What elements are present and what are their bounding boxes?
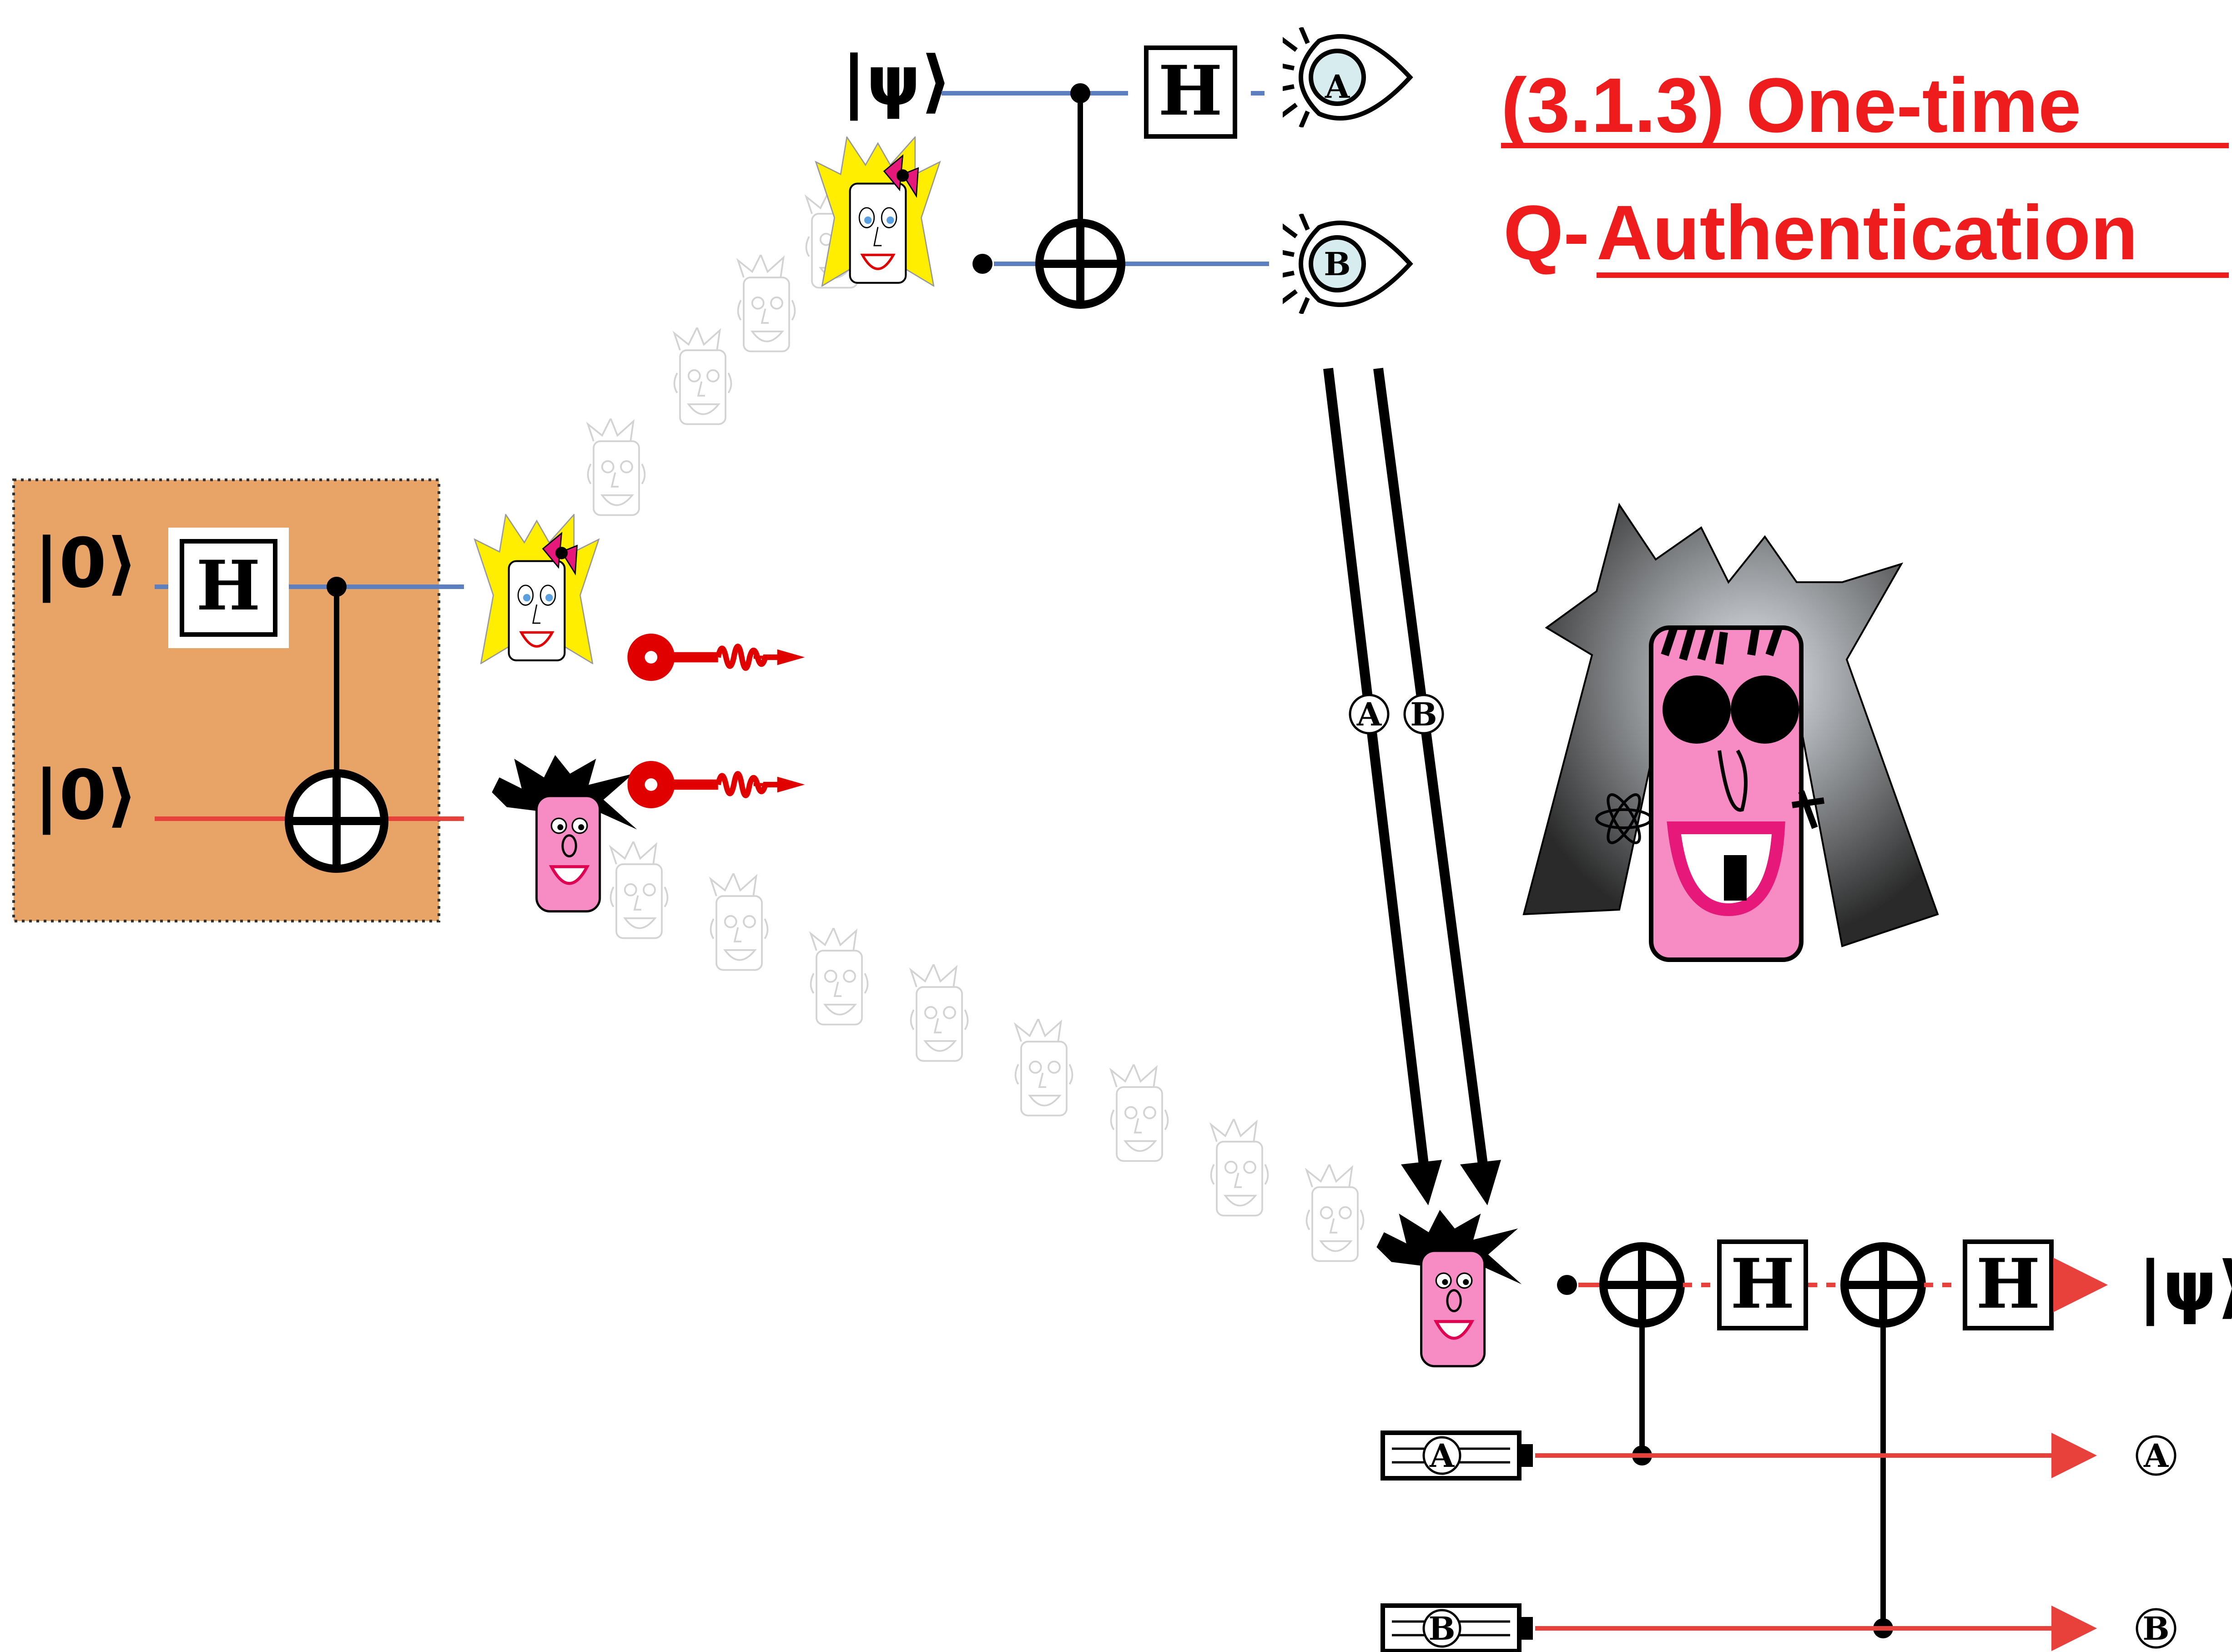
register-a-label: A xyxy=(1429,1437,1455,1475)
battery-icon-b: B xyxy=(1381,1603,1533,1652)
title-line-2: Authentication xyxy=(1597,190,2138,276)
measure-a-label: A xyxy=(1325,68,1350,106)
epr-hadamard-label: H xyxy=(196,546,261,626)
classical-channel: A B xyxy=(1323,368,1501,1205)
alice-input-ket: |ψ⟩ xyxy=(841,42,952,121)
bob-hadamard-1 xyxy=(1717,1239,1808,1330)
bob-hadamard-2-label: H xyxy=(1976,1244,2041,1324)
output-b-label: B xyxy=(2142,1610,2169,1647)
epr-input-top: |0⟩ xyxy=(34,524,138,603)
measure-b-label: B xyxy=(1324,245,1350,283)
bob-hadamard-2 xyxy=(1963,1239,2054,1330)
bob-face-icon-receiver xyxy=(1376,1210,1522,1366)
title-line-1: (3.1.3) One-time xyxy=(1501,62,2081,149)
channel-label-b: B xyxy=(1410,695,1437,733)
bob-output-ket: |ψ⟩ xyxy=(2138,1247,2232,1326)
alice-hadamard-gate xyxy=(1144,45,1237,139)
title-q-prefix: Q- xyxy=(1503,190,1589,276)
diagram-title: (3.1.3) One-time Q- Authentication xyxy=(1501,62,2229,278)
alice-hadamard-label: H xyxy=(1158,51,1223,131)
battery-icon-a: A xyxy=(1381,1430,1533,1481)
alice-face-icon-top xyxy=(816,137,940,286)
alice-face-icon xyxy=(475,514,599,663)
epr-control-dot xyxy=(327,577,347,597)
epr-hadamard-gate xyxy=(180,539,277,637)
eve-face-icon xyxy=(1522,503,1939,962)
alice-control-dot xyxy=(1070,83,1090,103)
bob-correction-circuit: H H |ψ⟩ A A B xyxy=(1381,1239,2232,1652)
bob-hadamard-1-label: H xyxy=(1730,1244,1795,1324)
ghost-trail xyxy=(587,191,1365,1262)
key-icon-bottom xyxy=(627,761,805,808)
epr-source: |0⟩ |0⟩ H xyxy=(12,478,464,922)
bob-face-icon xyxy=(492,755,637,912)
alice-bell-measurement: |ψ⟩ H A B xyxy=(841,27,1410,314)
key-icon-top xyxy=(627,634,805,681)
channel-label-a: A xyxy=(1356,695,1382,733)
output-a-label: A xyxy=(2143,1437,2169,1475)
register-b-label: B xyxy=(1428,1610,1455,1647)
epr-input-bottom: |0⟩ xyxy=(34,756,138,835)
